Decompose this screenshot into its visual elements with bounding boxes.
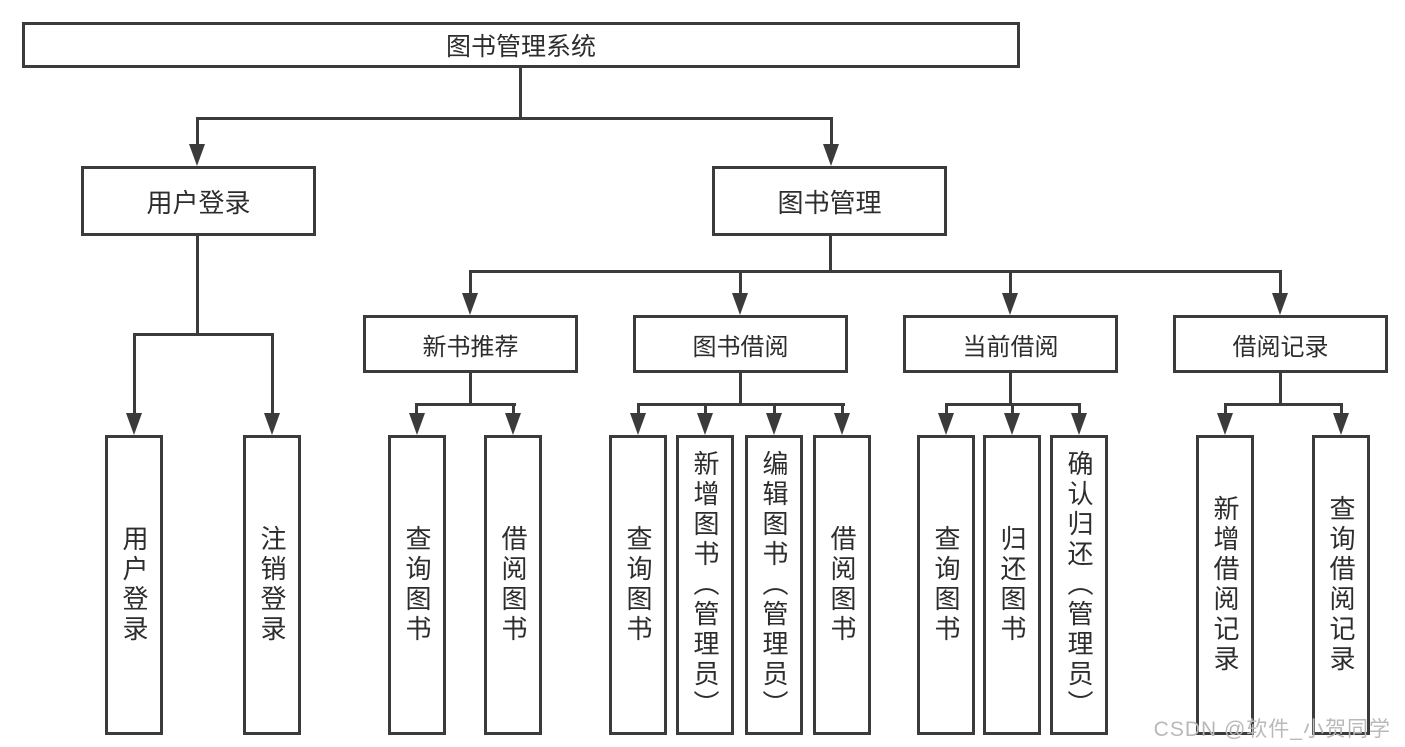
- arrow-down-icon: [264, 413, 280, 435]
- node-label: 用户登录: [119, 525, 149, 645]
- node-book-management: 图书管理: [712, 166, 947, 236]
- arrow-down-icon: [732, 293, 748, 315]
- arrow-down-icon: [630, 413, 646, 435]
- connector-vline: [1279, 270, 1282, 293]
- arrow-down-icon: [1333, 413, 1349, 435]
- connector-hline: [196, 117, 833, 120]
- connector-vline: [196, 117, 199, 145]
- node-label: 图书管理: [777, 187, 882, 218]
- node-label: 借阅记录: [1232, 333, 1329, 361]
- node-leaf-query-books-borrow: 查询图书: [609, 435, 667, 735]
- connector-vline: [469, 270, 472, 293]
- connector-vline: [1279, 373, 1282, 406]
- arrow-down-icon: [1217, 413, 1233, 435]
- node-label: 图书借阅: [692, 333, 789, 361]
- connector-vline: [1011, 403, 1014, 415]
- node-leaf-logout: 注销登录: [243, 435, 301, 735]
- node-leaf-query-books-current: 查询图书: [917, 435, 975, 735]
- node-label: 确认归还（管理员）: [1064, 450, 1094, 720]
- connector-vline: [133, 333, 136, 413]
- connector-vline: [1009, 373, 1012, 406]
- node-label: 编辑图书（管理员）: [759, 450, 789, 720]
- arrow-down-icon: [1004, 413, 1020, 435]
- node-label: 查询图书: [931, 525, 961, 645]
- connector-vline: [469, 373, 472, 406]
- arrow-down-icon: [1002, 293, 1018, 315]
- node-leaf-user-login: 用户登录: [105, 435, 163, 735]
- node-leaf-confirm-return-admin: 确认归还（管理员）: [1050, 435, 1108, 735]
- connector-hline: [415, 403, 516, 406]
- node-label: 查询图书: [623, 525, 653, 645]
- connector-vline: [829, 236, 832, 273]
- connector-vline: [1340, 403, 1343, 415]
- node-leaf-query-borrow-record: 查询借阅记录: [1312, 435, 1370, 735]
- arrow-down-icon: [823, 144, 839, 166]
- node-borrow-records: 借阅记录: [1173, 315, 1388, 373]
- connector-vline: [415, 403, 418, 415]
- node-leaf-query-books-recommend: 查询图书: [388, 435, 446, 735]
- node-label: 新增借阅记录: [1210, 495, 1240, 675]
- node-label: 当前借阅: [962, 333, 1059, 361]
- node-label: 查询借阅记录: [1326, 495, 1356, 675]
- node-label: 图书管理系统: [445, 33, 596, 61]
- connector-vline: [739, 373, 742, 406]
- connector-vline: [1009, 270, 1012, 293]
- connector-vline: [773, 403, 776, 415]
- arrow-down-icon: [834, 413, 850, 435]
- connector-vline: [739, 270, 742, 293]
- node-book-borrow: 图书借阅: [633, 315, 848, 373]
- node-library-management-system: 图书管理系统: [22, 22, 1020, 68]
- connector-vline: [519, 68, 522, 120]
- node-leaf-add-books-admin: 新增图书（管理员）: [676, 435, 734, 735]
- node-leaf-edit-books-admin: 编辑图书（管理员）: [745, 435, 803, 735]
- connector-hline: [637, 403, 845, 406]
- node-user-login: 用户登录: [81, 166, 316, 236]
- connector-hline: [133, 333, 274, 336]
- arrow-down-icon: [126, 413, 142, 435]
- csdn-watermark: CSDN @软件_小贺同学: [1153, 718, 1391, 741]
- connector-vline: [196, 236, 199, 336]
- arrow-down-icon: [938, 413, 954, 435]
- connector-vline: [704, 403, 707, 415]
- connector-hline: [469, 270, 1282, 273]
- node-label: 借阅图书: [827, 525, 857, 645]
- node-label: 查询图书: [402, 525, 432, 645]
- node-label: 归还图书: [997, 525, 1027, 645]
- node-label: 注销登录: [257, 525, 287, 645]
- arrow-down-icon: [1272, 293, 1288, 315]
- node-leaf-borrow-books: 借阅图书: [813, 435, 871, 735]
- node-leaf-add-borrow-record: 新增借阅记录: [1196, 435, 1254, 735]
- node-leaf-borrow-books-recommend: 借阅图书: [484, 435, 542, 735]
- node-label: 新书推荐: [422, 333, 519, 361]
- connector-vline: [637, 403, 640, 415]
- node-new-book-recommend: 新书推荐: [363, 315, 578, 373]
- connector-hline: [1224, 403, 1343, 406]
- connector-vline: [512, 403, 515, 415]
- arrow-down-icon: [697, 413, 713, 435]
- node-current-borrow: 当前借阅: [903, 315, 1118, 373]
- node-label: 用户登录: [146, 187, 251, 218]
- connector-vline: [1224, 403, 1227, 415]
- arrow-down-icon: [462, 293, 478, 315]
- connector-vline: [1078, 403, 1081, 415]
- node-label: 新增图书（管理员）: [690, 450, 720, 720]
- arrow-down-icon: [1071, 413, 1087, 435]
- arrow-down-icon: [189, 144, 205, 166]
- connector-vline: [841, 403, 844, 415]
- arrow-down-icon: [409, 413, 425, 435]
- node-leaf-return-books: 归还图书: [983, 435, 1041, 735]
- arrow-down-icon: [766, 413, 782, 435]
- connector-vline: [945, 403, 948, 415]
- connector-vline: [271, 333, 274, 413]
- node-label: 借阅图书: [498, 525, 528, 645]
- arrow-down-icon: [505, 413, 521, 435]
- connector-vline: [830, 117, 833, 145]
